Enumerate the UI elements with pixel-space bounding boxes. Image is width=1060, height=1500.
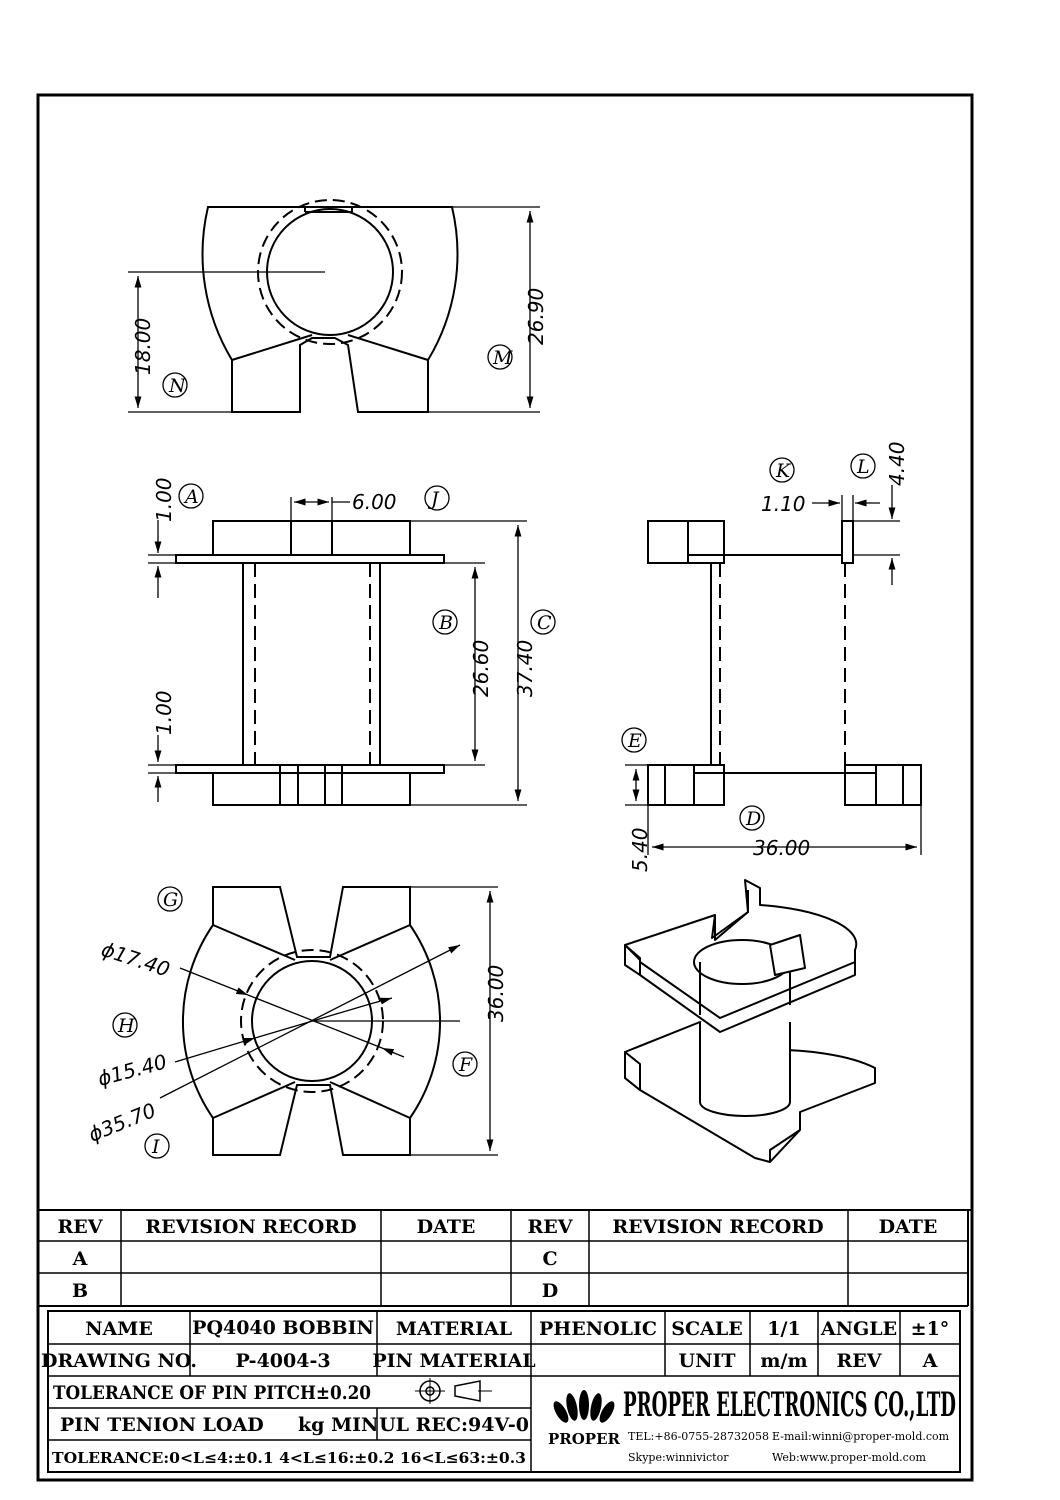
label-g: G bbox=[163, 889, 178, 911]
scale-label: SCALE bbox=[671, 1318, 742, 1340]
name-value: PQ4040 BOBBIN bbox=[192, 1317, 374, 1339]
label-f: F bbox=[458, 1054, 473, 1076]
rev-value: A bbox=[922, 1350, 938, 1372]
dim-4-40: 4.40 bbox=[885, 441, 909, 486]
unit-value: m/m bbox=[760, 1350, 807, 1372]
dim-37-40: 37.40 bbox=[513, 640, 537, 697]
unit-label: UNIT bbox=[679, 1350, 736, 1372]
pin-tension-unit: kg MIN bbox=[298, 1414, 378, 1436]
revision-record-header-1: REVISION RECORD bbox=[145, 1216, 356, 1238]
dim-phi-35-70: ϕ35.70 bbox=[85, 1098, 159, 1147]
dim-6-00: 6.00 bbox=[352, 490, 397, 514]
rev-header-1: REV bbox=[57, 1216, 103, 1238]
company-name: PROPER ELECTRONICS CO.,LTD bbox=[623, 1385, 956, 1425]
material-label: MATERIAL bbox=[396, 1318, 512, 1340]
dim-26-90: 26.90 bbox=[524, 288, 548, 345]
label-n: N bbox=[168, 375, 187, 397]
rev-cell-b: B bbox=[72, 1280, 88, 1302]
front-view bbox=[148, 483, 556, 806]
rev-label: REV bbox=[836, 1350, 882, 1372]
dim-1-10: 1.10 bbox=[761, 492, 806, 516]
label-b: B bbox=[438, 612, 453, 634]
rev-cell-c: C bbox=[542, 1248, 557, 1270]
dim-36-00-bottom: 36.00 bbox=[484, 965, 508, 1022]
dim-5-40: 5.40 bbox=[628, 827, 652, 872]
angle-label: ANGLE bbox=[820, 1318, 897, 1340]
bottom-view bbox=[112, 886, 498, 1159]
title-block-text: NAME PQ4040 BOBBIN MATERIAL PHENOLIC SCA… bbox=[41, 1317, 949, 1467]
sheet-frame bbox=[36, 93, 974, 1482]
label-l: L bbox=[856, 456, 870, 478]
company-email: E-mail:winni@proper-mold.com bbox=[772, 1430, 950, 1443]
dim-phi-17-40: ϕ17.40 bbox=[98, 937, 172, 982]
title-block bbox=[47, 1310, 961, 1473]
label-h: H bbox=[117, 1015, 135, 1037]
label-j: J bbox=[427, 488, 440, 510]
material-value: PHENOLIC bbox=[539, 1318, 657, 1340]
logo-text: PROPER bbox=[548, 1430, 621, 1448]
dim-36-00-side: 36.00 bbox=[753, 836, 810, 860]
pin-tension-label: PIN TENION LOAD bbox=[60, 1414, 264, 1436]
rev-header-2: REV bbox=[527, 1216, 573, 1238]
company-block: PROPER PROPER ELECTRONICS CO.,LTD TEL:+8… bbox=[548, 1385, 956, 1464]
label-a: A bbox=[183, 486, 199, 508]
name-label: NAME bbox=[85, 1318, 153, 1340]
date-header-2: DATE bbox=[879, 1216, 938, 1238]
rev-cell-a: A bbox=[72, 1248, 88, 1270]
rev-cell-d: D bbox=[542, 1280, 558, 1302]
dim-1-00-bottom: 1.00 bbox=[152, 690, 176, 735]
ul-rec: UL REC:94V-0 bbox=[379, 1414, 529, 1436]
date-header-1: DATE bbox=[417, 1216, 476, 1238]
top-view bbox=[128, 199, 540, 413]
pin-material-label: PIN MATERIAL bbox=[372, 1350, 535, 1372]
label-i: I bbox=[151, 1136, 160, 1158]
company-skype: Skype:winnivictor bbox=[628, 1451, 729, 1464]
drawing-no-value: P-4004-3 bbox=[235, 1350, 330, 1372]
revision-record-header-2: REVISION RECORD bbox=[612, 1216, 823, 1238]
scale-value: 1/1 bbox=[767, 1318, 800, 1340]
dim-26-60: 26.60 bbox=[469, 640, 493, 697]
label-k: K bbox=[775, 460, 792, 482]
company-web: Web:www.proper-mold.com bbox=[772, 1451, 926, 1464]
dim-phi-15-40: ϕ15.40 bbox=[95, 1049, 169, 1090]
side-view bbox=[621, 453, 922, 855]
general-tolerance: TOLERANCE:0<L≤4:±0.1 4<L≤16:±0.2 16<L≤63… bbox=[52, 1449, 526, 1467]
label-m: M bbox=[492, 347, 513, 369]
label-e: E bbox=[627, 730, 642, 752]
drawing-no-label: DRAWING NO. bbox=[41, 1350, 197, 1372]
label-c: C bbox=[537, 612, 552, 634]
angle-value: ±1° bbox=[911, 1318, 950, 1340]
dim-18: 18.00 bbox=[131, 318, 155, 375]
dim-1-00-top: 1.00 bbox=[152, 477, 176, 522]
pin-pitch-tolerance: TOLERANCE OF PIN PITCH±0.20 bbox=[53, 1382, 371, 1404]
label-d: D bbox=[745, 808, 761, 830]
proper-logo-icon bbox=[553, 1390, 615, 1423]
revision-header: REV REVISION RECORD DATE REV REVISION RE… bbox=[57, 1216, 937, 1302]
company-tel: TEL:+86-0755-28732058 bbox=[628, 1430, 769, 1443]
revision-table bbox=[38, 1209, 972, 1307]
isometric-view bbox=[624, 879, 876, 1163]
